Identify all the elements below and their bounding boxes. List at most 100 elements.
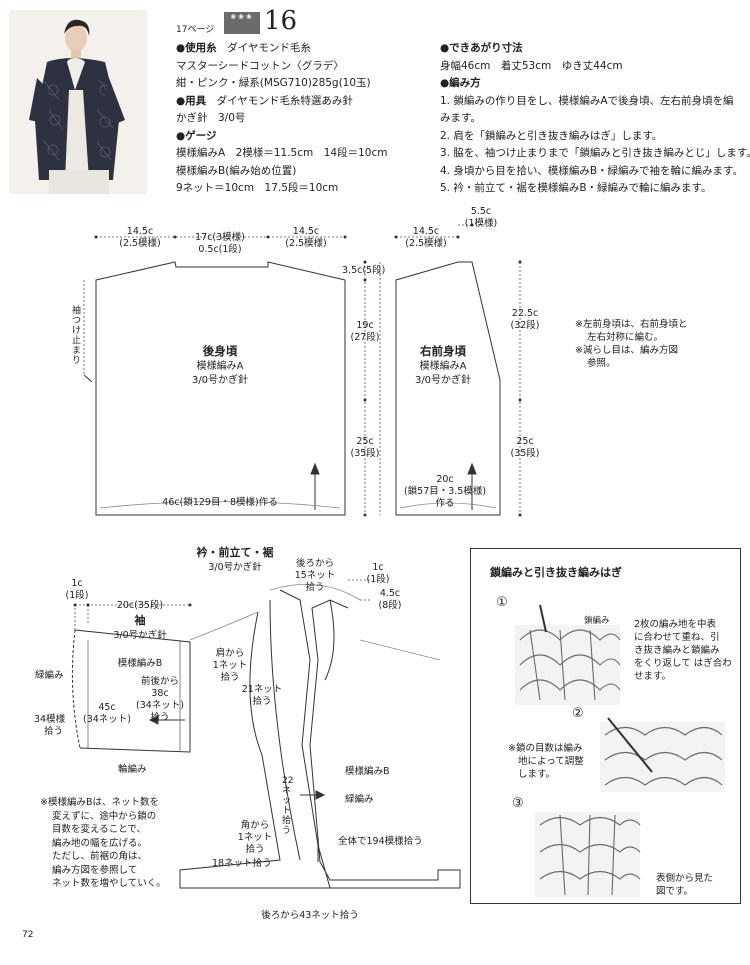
gauge-line-2: 模様編みB(編み始め位置)	[176, 164, 297, 177]
sleeve-front-back: 前後から	[140, 676, 179, 687]
side-note-line-4: 参照。	[587, 358, 616, 369]
front-upper-height: 22.5c	[511, 308, 539, 319]
seam-step-1-line-2: に合わせて重ね、引	[634, 632, 720, 643]
seam-step-1-text: 2枚の編み地を中表 に合わせて重ね、引 き抜き編みと鎖編み をくり返して はぎ合…	[634, 618, 732, 683]
side-note-line-2: 左右対称に編む。	[587, 332, 664, 343]
back-width-left-sub: (2.5模様)	[119, 238, 161, 249]
tools-brand: ダイヤモンド毛糸特選あみ針	[216, 94, 353, 107]
seam-step-3-line-1: 表側から見た	[656, 873, 714, 884]
pattern-number: 16	[264, 6, 298, 36]
seam-step-1-num: ①	[496, 595, 508, 610]
seam-step-2-num: ②	[572, 706, 584, 721]
note-b-line-6: 編み方図を参照して	[52, 864, 138, 876]
pattern-badge	[224, 12, 260, 34]
sleeve-pattern-b: 模様編みB	[117, 658, 163, 669]
seam-step-1-line-1: 2枚の編み地を中表	[634, 619, 717, 630]
finished-column: ●できあがり寸法 身幅46cm 着丈53cm ゆき丈44cm ●編み方 1. 鎖…	[440, 40, 750, 198]
front-lower-height-sub: (35段)	[510, 448, 540, 459]
back-width-left: 14.5c	[126, 226, 154, 237]
yarn-heading: ●使用糸	[176, 42, 217, 54]
collar-hook: 3/0号かぎ針	[208, 562, 262, 573]
collar-edge: 緑編み	[345, 794, 374, 805]
front-neck-width: 5.5c	[470, 206, 492, 217]
page-reference: 17ページ	[176, 25, 215, 35]
collar-back-43: 後ろから43ネット拾う	[261, 910, 359, 921]
finished-sizes: 身幅46cm 着丈53cm ゆき丈44cm	[440, 59, 623, 72]
collar-net22: 22ネット拾う	[282, 776, 294, 836]
collar-pick2: 拾う	[220, 672, 240, 683]
page-number: 72	[22, 930, 34, 940]
sleeve-1c: 1c	[71, 578, 83, 589]
seam-step-3-line-2: 図です。	[656, 886, 694, 897]
front-width-top: 14.5c	[412, 226, 440, 237]
collar-top-8row: (8段)	[378, 600, 402, 611]
back-lower-height-sub: (35段)	[350, 448, 380, 459]
sleeve-1row: (1段)	[65, 590, 89, 601]
front-panel-outline	[395, 261, 501, 516]
seam-step-1-label: 鎖編み	[584, 616, 610, 626]
collar-top-1c: 1c	[372, 562, 384, 573]
collar-net21: 21ネット	[241, 684, 283, 695]
yarn-name: マスターシードコットン〈グラデ〉	[176, 59, 344, 72]
side-note-line-3: ※減らし目は、編み方図	[575, 345, 678, 356]
seam-step-1-line-5: せます。	[634, 671, 672, 682]
collar-total: 全体で194模様拾う	[338, 836, 423, 847]
gauge-heading: ●ゲージ	[176, 129, 217, 142]
collar-title: 衿・前立て・裾	[196, 546, 274, 559]
tools-heading: ●用具	[176, 94, 207, 107]
collar-one-net: 1ネット	[212, 660, 248, 671]
back-panel-title: 後身頃	[202, 344, 238, 358]
gauge-line-1: 模様編みA 2模様＝11.5cm 14段＝10cm	[176, 147, 388, 159]
method-step-5: 5. 衿・前立て・裾を模様編みB・緑編みで輪に編みます。	[440, 182, 712, 194]
sleeve-width: 20c(35段)	[116, 600, 164, 611]
front-panel-pattern: 模様編みA	[419, 361, 467, 372]
seam-diagram-1	[515, 604, 621, 705]
finished-heading: ●できあがり寸法	[440, 42, 523, 54]
note-b-line-7: ネット数を増やしていく。	[52, 878, 166, 889]
armhole-stop-label: 袖つけ止まり	[72, 306, 82, 366]
note-b-line-5: ただし、前裾の角は、	[52, 851, 148, 862]
front-lower-height: 25c	[516, 436, 534, 447]
tools-detail: かぎ針 3/0号	[176, 112, 246, 124]
gauge-line-3: 9ネット＝10cm 17.5段＝10cm	[176, 182, 339, 194]
seam-step-1-line-3: き抜き編みと鎖編み	[634, 645, 720, 656]
seam-step-2-text: ※鎖の目数は編み 地によって調整 します。	[508, 742, 584, 781]
back-panel-pattern: 模様編みA	[196, 361, 244, 372]
collar-shoulder-from: 肩から	[215, 648, 245, 659]
pattern-b-note: ※模様編みBは、ネット数を 変えずに、途中から鎖の 目数を変えることで、 編み地…	[40, 796, 166, 891]
seam-step-3-num: ③	[512, 796, 524, 811]
seam-technique-box	[470, 548, 741, 904]
collar-net18: 18ネット拾う	[212, 858, 272, 869]
note-b-line-4: 編み地の幅を広げる。	[52, 837, 148, 849]
collar-back-from: 後ろから	[295, 558, 334, 569]
materials-column: ●使用糸 ダイヤモンド毛糸 マスターシードコットン〈グラデ〉 紺・ピンク・緑系(…	[176, 40, 387, 198]
front-bottom-width-sub: (鎖57目・3.5模様)	[403, 486, 487, 497]
back-upper-height-sub: (27段)	[350, 332, 380, 343]
note-b-line-1: ※模様編みBは、ネット数を	[40, 797, 159, 808]
collar-back-pick: 拾う	[305, 582, 325, 593]
seam-diagram-3	[535, 812, 641, 897]
badge-symbol: ❀❀❀	[230, 13, 254, 21]
collar-pattern-b: 模様編みB	[345, 766, 390, 777]
collar-corner-net: 1ネット	[237, 832, 273, 843]
note-b-line-3: 目数を変えることで、	[52, 824, 147, 835]
seam-diagram-2	[600, 717, 725, 792]
seam-step-1-line-4: をくり返して はぎ合わ	[634, 658, 732, 669]
front-upper-height-sub: (32段)	[510, 320, 540, 331]
method-step-2: 2. 肩を「鎖編みと引き抜き編みはぎ」します。	[440, 129, 663, 142]
sleeve-pick34b: 拾う	[44, 726, 64, 737]
sleeve-ring: 輪編み	[118, 764, 147, 775]
front-bottom-width-sub2: 作る	[435, 498, 455, 509]
back-width-right-sub: (2.5模様)	[285, 238, 327, 249]
sleeve-pick: 拾う	[150, 712, 170, 723]
back-lower-height: 25c	[356, 436, 374, 447]
side-note-line-1: ※左前身頃は、右前身頃と	[575, 319, 688, 330]
seam-step-2-line-2: 地によって調整	[518, 756, 584, 767]
front-neck-width-sub: (1模様)	[464, 218, 498, 229]
sleeve-38c: 38c	[151, 688, 169, 699]
collar-pick4: 拾う	[245, 844, 265, 855]
collar-corner-from: 角から	[240, 820, 270, 831]
back-width-mid: 17c(3模様)	[195, 232, 245, 243]
front-panel-hook: 3/0号かぎ針	[414, 375, 472, 386]
